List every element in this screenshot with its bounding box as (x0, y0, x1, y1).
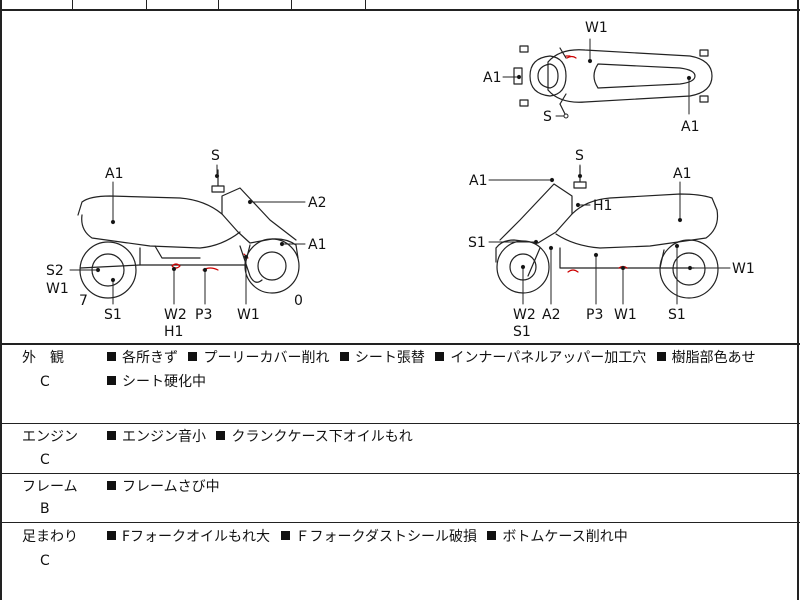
label-right-w1-bottom: W1 (614, 307, 637, 323)
label-left-w2: W2 (164, 307, 187, 323)
top-strip-divider (146, 0, 147, 10)
right-border (797, 0, 799, 600)
note-line: 各所きず プーリーカバー削れ シート張替 インナーパネルアッパー加工穴 樹脂部色… (107, 346, 797, 370)
label-right-w1: W1 (732, 261, 755, 277)
label-right-a1-right: A1 (673, 166, 691, 182)
label-top-s: S (543, 109, 552, 125)
note-item: シート硬化中 (107, 374, 206, 390)
note-item: 樹脂部色あせ (656, 350, 756, 366)
label-left-p3: P3 (195, 307, 212, 323)
top-strip-divider (218, 0, 219, 10)
leader-lines (69, 38, 731, 305)
note-item: プーリーカバー削れ (188, 350, 329, 366)
section-notes-exterior: 各所きず プーリーカバー削れ シート張替 インナーパネルアッパー加工穴 樹脂部色… (107, 346, 797, 394)
scooter-right-side-view (495, 165, 719, 299)
note-item: Ｆフォークダストシール破損 (280, 529, 477, 545)
label-right-a1-left: A1 (469, 173, 487, 189)
label-left-a1-right: A1 (308, 237, 326, 253)
label-left-a2: A2 (308, 195, 326, 211)
section-divider (0, 522, 800, 523)
label-right-s1: S1 (668, 307, 686, 323)
top-strip-bottom-border (0, 9, 800, 11)
section-notes-suspension: Fフォークオイルもれ大 Ｆフォークダストシール破損 ボトムケース削れ中 (107, 525, 797, 549)
bullet-square-icon (107, 531, 116, 540)
top-strip-divider (72, 0, 73, 10)
label-left-0: 0 (294, 293, 303, 309)
note-line: フレームさび中 (107, 475, 797, 499)
section-notes-engine: エンジン音小 クランクケース下オイルもれ (107, 425, 797, 449)
note-item: 各所きず (107, 350, 178, 366)
section-grade-suspension: C (40, 553, 50, 569)
note-item: ボトムケース削れ中 (487, 529, 628, 545)
label-left-a1-top: A1 (105, 166, 123, 182)
bullet-square-icon (656, 352, 666, 361)
top-strip-divider (291, 0, 292, 10)
note-line: エンジン音小 クランクケース下オイルもれ (107, 425, 797, 449)
label-left-w1-bottom: W1 (237, 307, 260, 323)
section-title-frame: フレーム (22, 479, 78, 495)
label-left-h1: H1 (164, 324, 183, 340)
scooter-left-side-view (77, 169, 300, 299)
label-right-h1: H1 (593, 198, 612, 214)
bullet-square-icon (107, 481, 116, 490)
bullet-square-icon (280, 531, 290, 540)
note-item: エンジン音小 (107, 429, 206, 445)
bullet-square-icon (107, 352, 116, 361)
label-top-w1: W1 (585, 20, 608, 36)
note-item: インナーパネルアッパー加工穴 (435, 350, 646, 366)
bullet-square-icon (216, 431, 226, 440)
section-notes-frame: フレームさび中 (107, 475, 797, 499)
note-line: シート硬化中 (107, 370, 797, 394)
note-line: Fフォークオイルもれ大 Ｆフォークダストシール破損 ボトムケース削れ中 (107, 525, 797, 549)
section-title-exterior: 外 観 (22, 350, 64, 366)
bullet-square-icon (435, 352, 445, 361)
diagram-bottom-border (0, 343, 800, 345)
bullet-square-icon (107, 376, 116, 385)
label-left-w1: W1 (46, 281, 69, 297)
label-right-s1-under: S1 (513, 324, 531, 340)
note-item: クランクケース下オイルもれ (216, 429, 413, 445)
damage-diagram: W1 A1 A1 S S A1 A2 A1 S2 W1 7 S1 W2 H1 P… (46, 20, 755, 340)
label-right-p3: P3 (586, 307, 603, 323)
label-left-s2: S2 (46, 263, 64, 279)
section-divider (0, 423, 800, 424)
top-strip-divider (365, 0, 366, 10)
bullet-square-icon (339, 352, 349, 361)
bullet-square-icon (487, 531, 497, 540)
label-top-a1-left: A1 (483, 70, 501, 86)
note-item: フレームさび中 (107, 479, 220, 495)
section-grade-engine: C (40, 452, 50, 468)
label-right-a2: A2 (542, 307, 560, 323)
label-right-s1-left: S1 (468, 235, 486, 251)
left-border (0, 0, 2, 600)
label-right-w2: W2 (513, 307, 536, 323)
note-item: シート張替 (339, 350, 425, 366)
section-title-engine: エンジン (22, 429, 78, 445)
label-right-s: S (575, 148, 584, 164)
bullet-square-icon (107, 431, 116, 440)
section-divider (0, 473, 800, 474)
label-left-7: 7 (79, 293, 88, 309)
label-left-s1: S1 (104, 307, 122, 323)
bullet-square-icon (188, 352, 198, 361)
scooter-top-view (513, 45, 713, 117)
note-item: Fフォークオイルもれ大 (107, 529, 270, 545)
label-top-a1-right: A1 (681, 119, 699, 135)
section-grade-exterior: C (40, 374, 50, 390)
section-grade-frame: B (40, 501, 50, 517)
label-left-s: S (211, 148, 220, 164)
section-title-suspension: 足まわり (22, 529, 78, 545)
